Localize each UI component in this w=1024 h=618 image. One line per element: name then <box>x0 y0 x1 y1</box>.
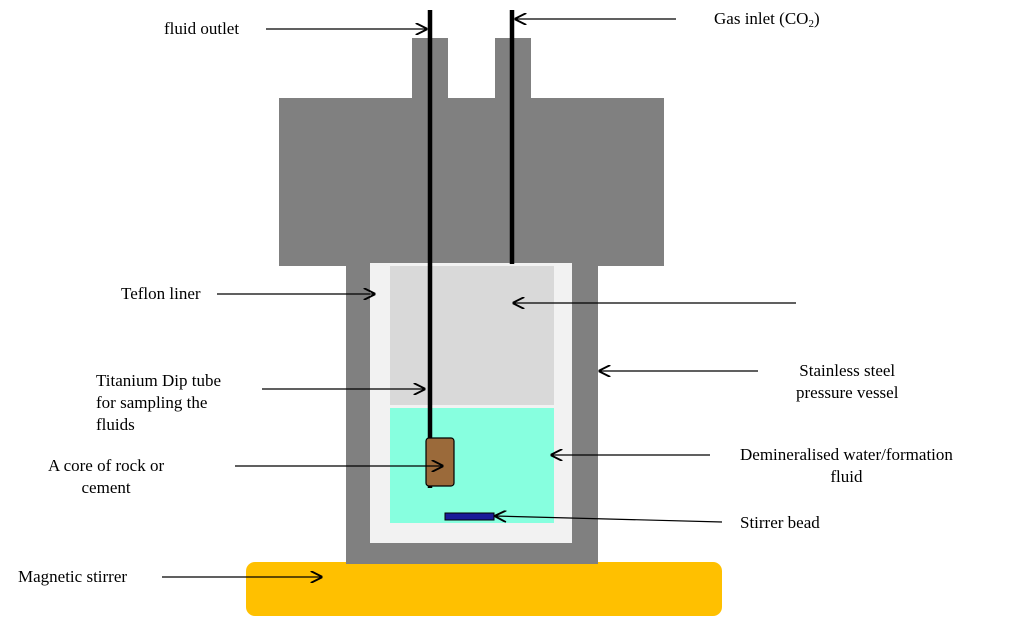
label-magnetic-stirrer: Magnetic stirrer <box>18 567 128 586</box>
label-core: A core of rock or cement <box>48 456 165 497</box>
label-gas-inlet-subscript: 2 <box>808 18 814 30</box>
label-stainless-vessel: Stainless steel pressure vessel <box>796 361 899 402</box>
label-fluid-outlet: fluid outlet <box>164 19 240 38</box>
label-gas-inlet-text: Gas inlet (CO <box>714 9 809 28</box>
stirrer-bead <box>444 512 495 521</box>
label-gas-inlet: Gas inlet (CO2) <box>714 8 820 30</box>
gas-headspace <box>390 266 554 405</box>
rock-core <box>425 437 455 487</box>
label-dip-tube: Titanium Dip tube for sampling the fluid… <box>96 371 221 434</box>
label-stirrer-bead: Stirrer bead <box>740 513 820 532</box>
magnetic-stirrer-plate <box>246 562 722 616</box>
label-fluid: Demineralised water/formation fluid <box>740 445 953 486</box>
label-gas-inlet-close: ) <box>813 9 820 28</box>
vessel-head <box>279 98 664 266</box>
label-teflon-liner: Teflon liner <box>121 284 201 303</box>
arrow-stirrer-bead <box>495 516 723 523</box>
